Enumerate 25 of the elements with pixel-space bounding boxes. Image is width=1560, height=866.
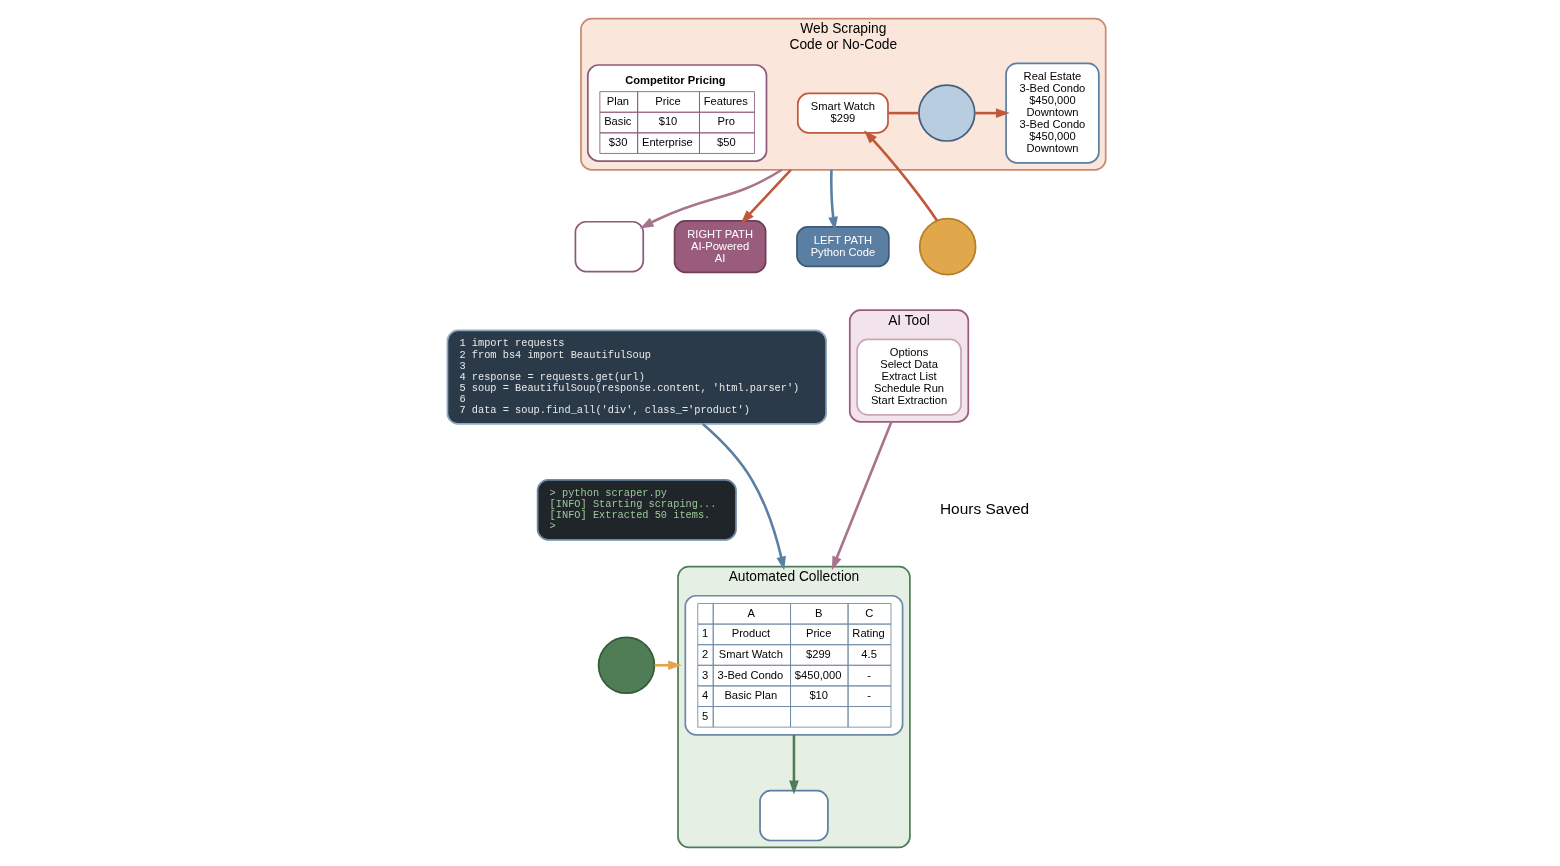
arrow <box>863 130 939 222</box>
node-box: Competitor Pricing Plan Price Features Basic $10 Pro $30 Enterprise $50 <box>587 64 768 163</box>
arrow <box>974 108 1010 118</box>
node-circle <box>918 217 977 276</box>
node-box: Smart Watch $299 <box>796 92 889 134</box>
connector <box>888 111 919 115</box>
arrow <box>828 169 838 231</box>
node-text: Hours Saved <box>939 499 1030 517</box>
node-box: A B C 1 Product Price Rating 2 Smart Watch $299 4.5 3 3-Bed Condo $450,000 - 4 Basic Plan $10 - 5 <box>684 594 904 736</box>
node-box: Real Estate 3-Bed Condo $450,000 Downtown 3-Bed Condo $450,000 Downtown <box>1005 62 1100 164</box>
arrow <box>831 421 893 571</box>
node-box: LEFT PATH Python Code <box>796 226 890 268</box>
arrow <box>789 735 799 795</box>
node-circle <box>597 636 656 695</box>
node-box: Options Select Data Extract List Schedule Run Start Extraction <box>856 338 962 416</box>
arrow <box>740 168 792 224</box>
node-box <box>759 789 829 842</box>
node-box: > python scraper.py [INFO] Starting scraping... [INFO] Extracted 50 items. > <box>536 478 737 541</box>
node-box <box>574 220 645 273</box>
arrow <box>654 660 682 671</box>
node-box: RIGHT PATH AI-Powered AI <box>673 220 767 274</box>
node-circle <box>918 84 976 142</box>
arrow <box>702 423 786 571</box>
arrow <box>639 168 783 229</box>
node-box: 1 import requests 2 from bs4 import BeautifulSoup 3 4 response = requests.get(url) 5 soup = BeautifulSoup(response.content, 'html.parser') 6 7 data = soup.find_all('div', class_='product') <box>446 329 827 425</box>
